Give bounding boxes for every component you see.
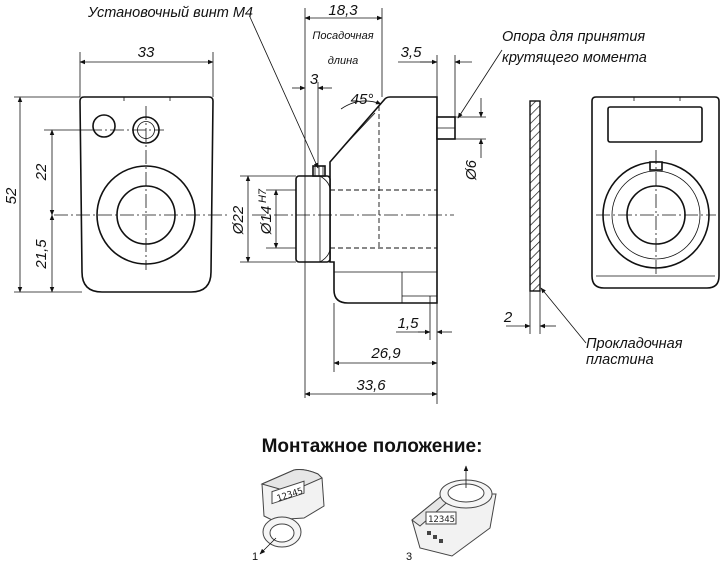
label-set-screw: Установочный винт М4 <box>87 5 253 21</box>
label-fit-length-2: длина <box>328 55 359 67</box>
dim-angle-45: 45° <box>351 91 374 108</box>
label-torque-support-2: крутящего момента <box>502 50 647 66</box>
mounting-position-1-label: 1 <box>252 551 258 563</box>
dim-offset-3: 3 <box>310 71 319 88</box>
dim-depth-26-9: 26,9 <box>370 345 401 362</box>
label-gasket-1: Прокладочная <box>586 336 683 352</box>
label-fit-length-1: Посадочная <box>312 30 373 42</box>
rear-view <box>591 96 720 289</box>
dim-bore-tolerance: H7 <box>257 188 269 203</box>
dim-pin-3-5: 3,5 <box>401 44 423 61</box>
mounting-position-3: 12345 3 <box>406 465 497 563</box>
dim-gasket-2: 2 <box>503 309 513 326</box>
dim-outer-d22: Ø22 <box>230 205 247 235</box>
dim-upper-22: 22 <box>33 163 50 181</box>
dim-bore-d14: Ø14 <box>258 206 275 235</box>
front-view-dimensions: 33 52 22 21,5 <box>3 44 214 293</box>
dim-height-52: 52 <box>3 187 20 204</box>
rear-view-display-window <box>607 106 703 143</box>
dim-pin-d6: Ø6 <box>463 159 480 181</box>
dim-width-33: 33 <box>138 44 155 61</box>
mounting-title: Монтажное положение: <box>262 436 483 457</box>
side-view-dimensions: 18,3 Посадочная длина 3 45° 3,5 Ø6 Ø22 <box>230 2 486 404</box>
mounting-section: Монтажное положение: 12345 1 12345 3 <box>252 436 497 563</box>
side-view-hub <box>295 175 331 263</box>
mounting-position-1: 12345 1 <box>252 469 325 563</box>
mounting-position-3-lcd: 12345 <box>428 515 455 525</box>
label-gasket-2: пластина <box>586 352 654 368</box>
front-view-hole-left <box>92 114 116 138</box>
dim-fit-18-3: 18,3 <box>328 2 358 19</box>
gasket-plate-section <box>529 100 541 292</box>
label-torque-support-1: Опора для принятия <box>502 29 645 45</box>
front-view <box>54 96 230 293</box>
leader-labels: Установочный винт М4 Опора для принятия … <box>87 5 683 368</box>
mounting-position-3-label: 3 <box>406 551 412 563</box>
side-view-body <box>329 96 438 304</box>
dim-base-1-5: 1,5 <box>398 315 420 332</box>
side-view-chamfer-line <box>344 112 376 146</box>
gasket-plate: 2 <box>503 100 556 334</box>
side-view <box>252 96 456 304</box>
dim-total-33-6: 33,6 <box>356 377 386 394</box>
dim-lower-21-5: 21,5 <box>33 239 50 270</box>
